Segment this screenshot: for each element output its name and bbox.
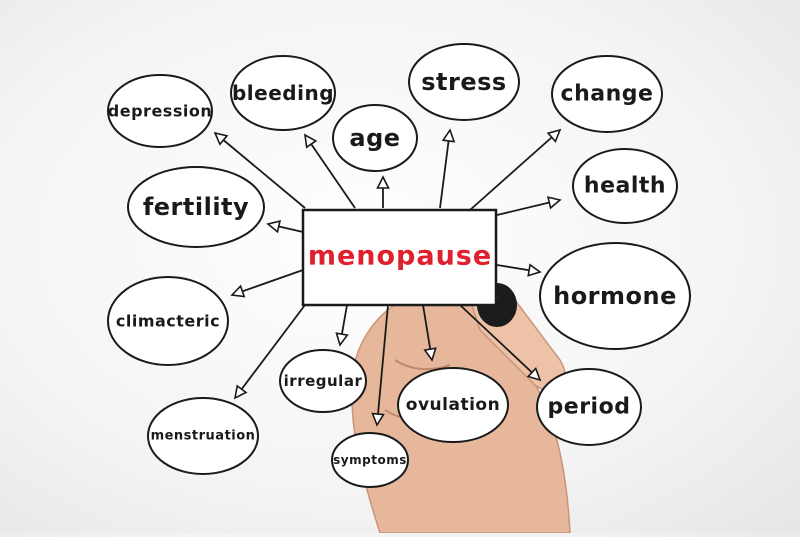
knuckle-crease <box>394 359 451 371</box>
bubble-ovulation <box>397 367 509 443</box>
arrowhead-bleeding <box>303 133 318 149</box>
bubble-hormone <box>539 242 691 350</box>
connector-change <box>469 129 561 211</box>
connector-period <box>459 304 541 381</box>
arrowhead-hormone <box>527 263 542 277</box>
connector-menstruation <box>234 304 306 399</box>
arrowhead-menstruation <box>233 384 248 400</box>
bubble-bleeding <box>230 55 336 131</box>
node-label-irregular: irregular <box>283 372 363 390</box>
bubble-symptoms <box>331 432 409 488</box>
node-bubbles <box>107 43 691 488</box>
bubble-climacteric <box>107 276 229 366</box>
bubble-change <box>551 55 663 133</box>
node-label-ovulation: ovulation <box>405 395 501 415</box>
bubble-irregular <box>279 349 367 413</box>
node-label-bleeding: bleeding <box>231 81 335 105</box>
arrowhead-age <box>376 175 390 189</box>
bubble-depression <box>107 74 213 148</box>
bubble-age <box>332 104 418 172</box>
arrowhead-climacteric <box>230 284 246 298</box>
arrowhead-depression <box>213 131 229 146</box>
arrowhead-ovulation <box>423 347 437 362</box>
bubble-health <box>572 148 678 224</box>
connector-symptoms <box>376 304 389 426</box>
connector-climacteric <box>231 269 304 296</box>
arrowhead-period <box>526 366 542 382</box>
arrowhead-symptoms <box>371 412 385 427</box>
node-label-depression: depression <box>107 101 213 121</box>
node-label-menstruation: menstruation <box>150 428 256 444</box>
node-label-stress: stress <box>421 68 507 96</box>
node-label-period: period <box>547 394 631 420</box>
node-label-hormone: hormone <box>553 282 677 310</box>
bubble-stress <box>408 43 520 121</box>
node-label-climacteric: climacteric <box>115 311 221 331</box>
bubble-fertility <box>127 166 265 248</box>
bubble-period <box>536 368 642 446</box>
bubble-menstruation <box>147 397 259 475</box>
connector-bleeding <box>304 134 356 209</box>
connector-arrows <box>213 128 562 427</box>
center-box <box>301 208 498 307</box>
node-label-symptoms: symptoms <box>333 453 407 467</box>
arrowhead-change <box>546 128 562 143</box>
arrowhead-irregular <box>335 332 349 347</box>
arrowhead-health <box>546 196 562 210</box>
node-label-health: health <box>583 173 667 199</box>
connector-stress <box>439 129 451 209</box>
arrowhead-stress <box>441 128 456 143</box>
connector-depression <box>214 132 306 209</box>
center-label: menopause <box>307 240 493 272</box>
node-label-age: age <box>349 124 401 152</box>
arrowhead-fertility <box>266 220 282 234</box>
node-label-fertility: fertility <box>142 193 250 221</box>
node-label-change: change <box>560 81 654 107</box>
